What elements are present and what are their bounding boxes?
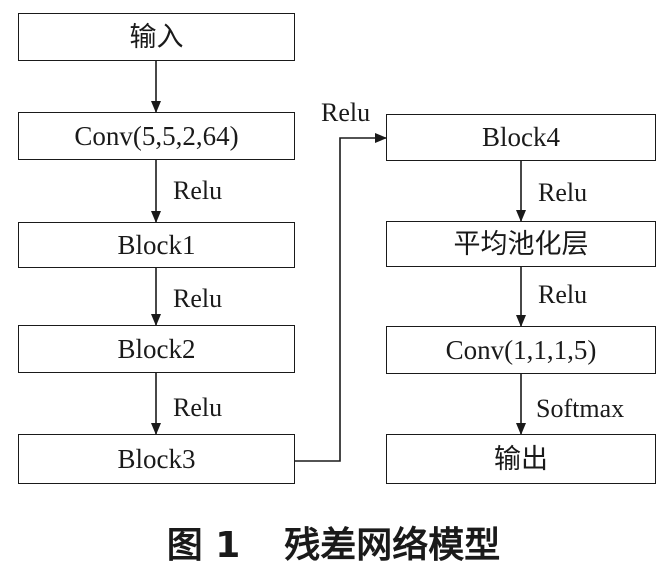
figure-caption: 图 1 残差网络模型 (0, 528, 667, 564)
node-conv2: Conv(1,1,1,5) (386, 326, 656, 374)
node-pool: 平均池化层 (386, 221, 656, 267)
edge-label-block2-block3: Relu (173, 393, 223, 422)
node-block2: Block2 (18, 325, 295, 373)
edge-label-block1-block2: Relu (173, 284, 223, 313)
figure-number: 图 1 (166, 525, 241, 566)
node-block4: Block4 (386, 114, 656, 161)
node-block1: Block1 (18, 222, 295, 268)
edge-label-block3-block4: Relu (321, 98, 371, 127)
arrow-block3-block4 (295, 133, 387, 462)
node-input: 输入 (18, 13, 295, 61)
node-output: 输出 (386, 434, 656, 484)
figure-title: 残差网络模型 (284, 525, 501, 566)
node-block3: Block3 (18, 434, 295, 484)
edge-label-pool-conv2: Relu (538, 280, 588, 309)
edge-label-block4-pool: Relu (538, 178, 588, 207)
node-conv1: Conv(5,5,2,64) (18, 112, 295, 160)
edge-label-conv2-output: Softmax (536, 394, 625, 423)
edge-label-conv1-block1: Relu (173, 176, 223, 205)
